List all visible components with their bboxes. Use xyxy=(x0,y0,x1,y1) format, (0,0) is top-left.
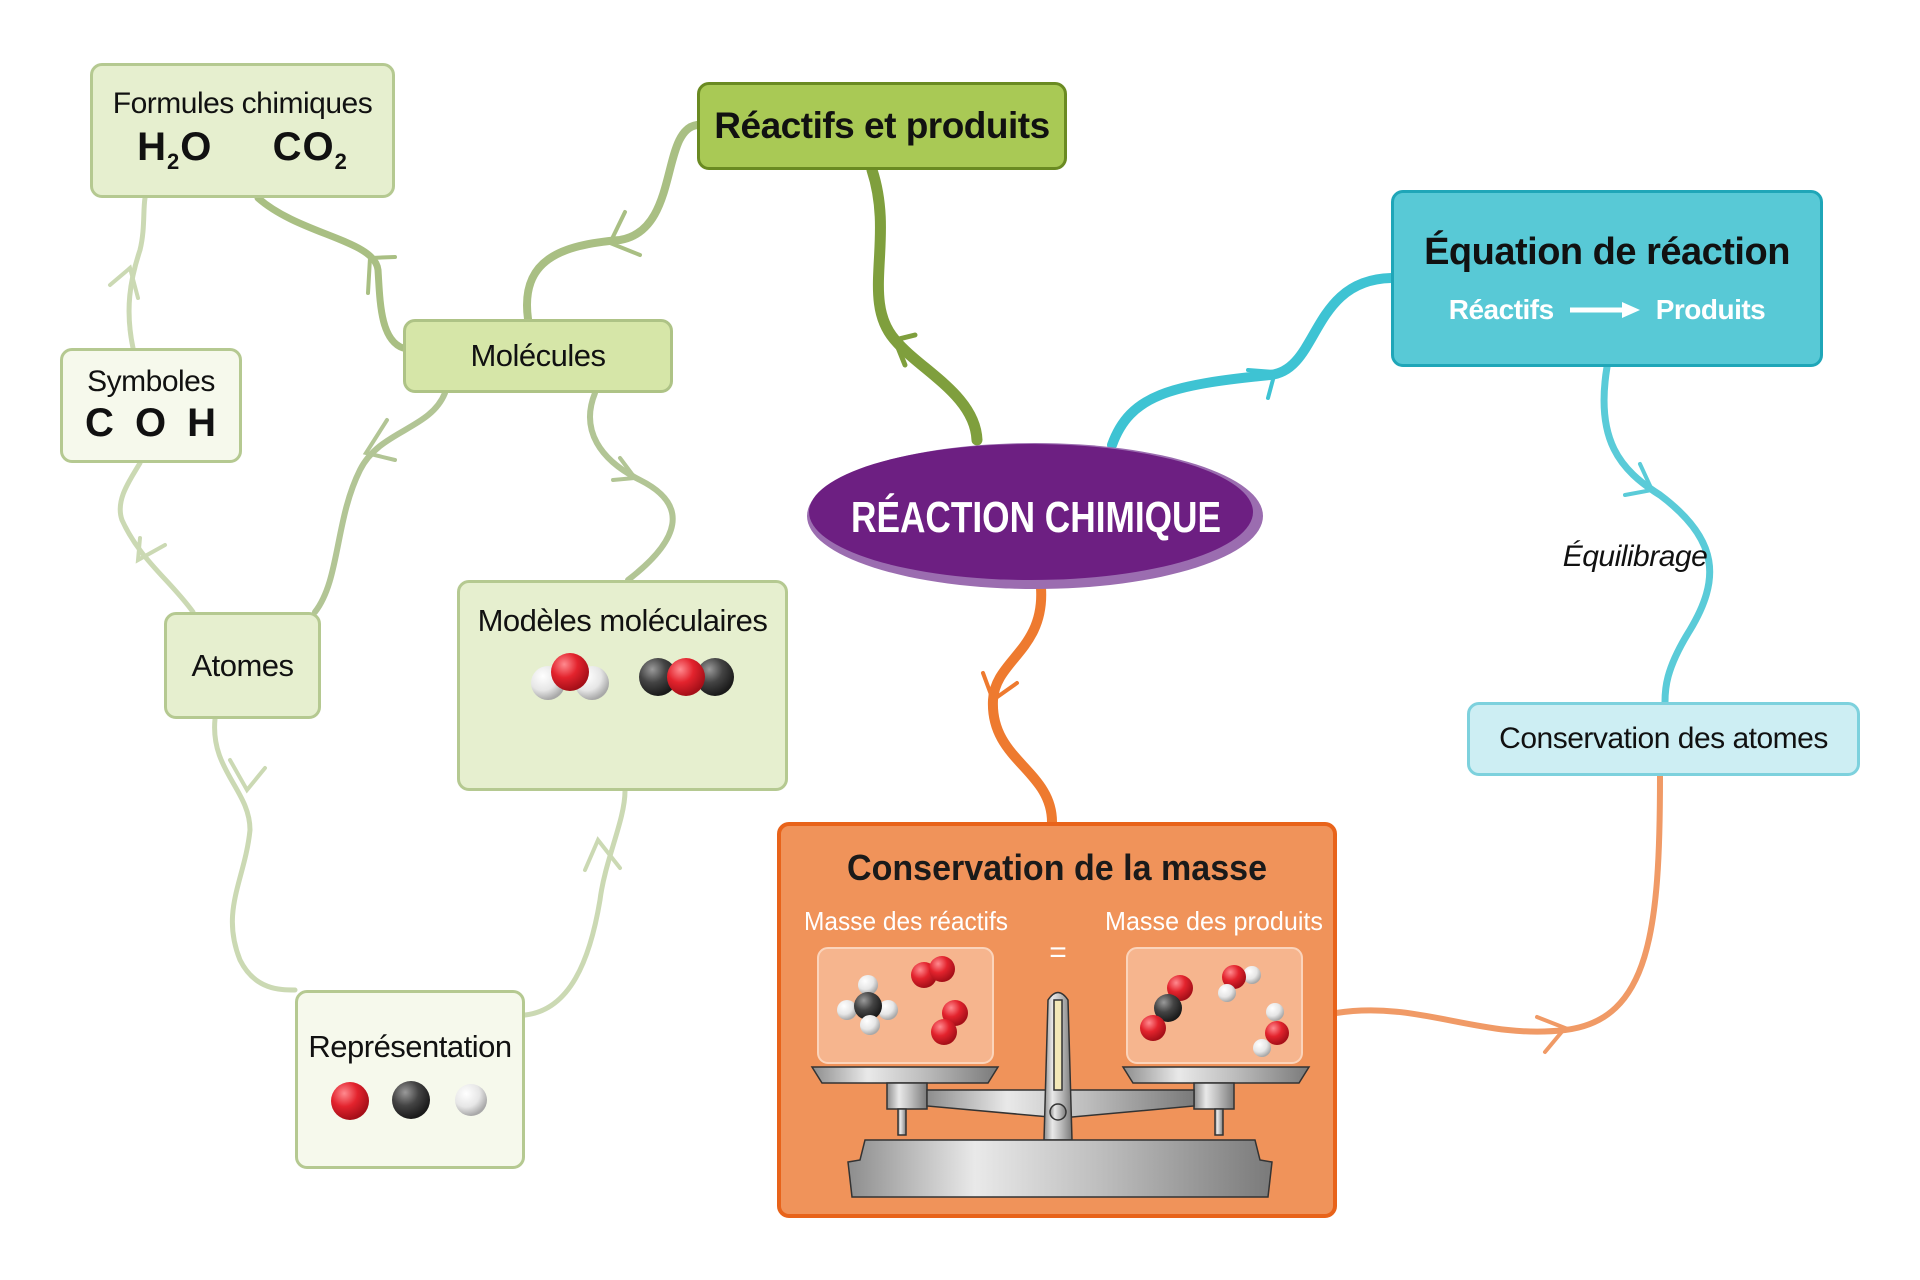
modeles-moleculaires-node: Modèles moléculaires xyxy=(457,580,788,791)
arrow-molecules-atomes xyxy=(362,418,397,462)
arrow-equation-atomes xyxy=(1623,462,1655,497)
co2-model-icon xyxy=(638,658,734,696)
hydrogen-atom-icon xyxy=(455,1083,487,1116)
arrow-right-icon xyxy=(1569,300,1640,320)
center-node-label: RÉACTION CHIMIQUE xyxy=(851,492,1221,542)
molecules-label: Molécules xyxy=(470,338,606,373)
oxygen-atom-icon xyxy=(331,1081,369,1120)
carbon-atom-icon xyxy=(392,1080,430,1119)
equals-sign: = xyxy=(1049,936,1067,969)
reactifs-produits-node: Réactifs et produits xyxy=(697,82,1067,170)
connector-molecules-modeles xyxy=(587,390,676,583)
equation-reactifs-label: Réactifs xyxy=(1448,294,1554,325)
connector-masse-atomes xyxy=(1333,773,1663,1035)
oxygen-molecule-icon xyxy=(931,1000,968,1045)
reactifs-produits-label: Réactifs et produits xyxy=(714,105,1050,146)
connector-equation-atomes xyxy=(1600,363,1714,706)
representation-node: Représentation xyxy=(295,990,525,1169)
connector-center-equation xyxy=(1107,273,1396,450)
arrow-atomes-symboles xyxy=(135,536,167,564)
connector-center-reactifs xyxy=(866,164,983,446)
methane-molecule-icon xyxy=(837,975,898,1035)
connector-atomes-symboles xyxy=(117,460,196,615)
center-node-fill xyxy=(809,444,1253,580)
connector-center-masse xyxy=(987,583,1057,827)
conservation-atomes-node: Conservation des atomes xyxy=(1467,702,1860,776)
oxygen-molecule-icon xyxy=(911,956,955,988)
formula-water: H2O xyxy=(137,124,213,174)
balance-scale-icon xyxy=(810,991,1311,1198)
atomes-label: Atomes xyxy=(191,647,294,683)
water-molecule-icon xyxy=(1218,965,1261,1002)
arrow-molecules-reactifs xyxy=(607,210,642,257)
equation-formula: Réactifs Produits xyxy=(1449,294,1766,326)
symboles-label: Symboles xyxy=(87,365,215,398)
arrow-center-masse xyxy=(981,671,1019,704)
arrow-representation-modeles xyxy=(583,836,622,872)
connector-atomes-representation xyxy=(212,716,298,993)
symbol-hydrogen: H xyxy=(187,401,217,445)
equation-produits-label: Produits xyxy=(1655,294,1766,325)
masse-produits-label: Masse des produits xyxy=(1105,906,1323,936)
formules-chimiques-node: Formules chimiques H2O CO2 xyxy=(90,63,395,198)
atomes-node: Atomes xyxy=(164,612,321,719)
arrow-symboles-formules xyxy=(108,264,140,300)
arrow-molecules-formules xyxy=(366,255,397,295)
atom-representations xyxy=(331,1080,487,1120)
molecules-node: Molécules xyxy=(403,319,673,393)
symbol-carbon: C xyxy=(85,401,115,445)
representation-label: Représentation xyxy=(308,1028,512,1064)
equation-node: Équation de réaction Réactifs Produits xyxy=(1391,190,1823,367)
connector-molecules-atomes xyxy=(312,390,448,615)
arrow-center-equation xyxy=(1246,368,1278,400)
connector-molecules-formules xyxy=(254,194,407,352)
conservation-atomes-label: Conservation des atomes xyxy=(1499,722,1828,755)
formula-co2: CO2 xyxy=(272,124,348,174)
carbon-dioxide-molecule-icon xyxy=(1140,975,1193,1041)
water-model-icon xyxy=(530,653,609,700)
arrow-molecules-modeles xyxy=(611,456,639,482)
connector-representation-modeles xyxy=(522,788,628,1018)
arrow-masse-atomes xyxy=(1535,1015,1569,1054)
equilibrage-label: Équilibrage xyxy=(1562,540,1708,573)
molecular-models xyxy=(530,653,734,700)
symbol-oxygen: O xyxy=(134,401,168,445)
connector-symboles-formules xyxy=(126,195,148,351)
equation-title: Équation de réaction xyxy=(1424,231,1790,273)
arrow-atomes-representation xyxy=(228,758,267,794)
modeles-label: Modèles moléculaires xyxy=(477,603,768,638)
connector-molecules-reactifs xyxy=(522,121,701,323)
masse-reactifs-label: Masse des réactifs xyxy=(804,906,1008,936)
water-molecule-icon xyxy=(1253,1003,1289,1057)
formules-label: Formules chimiques xyxy=(112,86,373,120)
formulas: H2O CO2 xyxy=(137,125,348,175)
arrow-center-reactifs xyxy=(891,332,918,368)
conservation-masse-title: Conservation de la masse xyxy=(847,847,1267,888)
